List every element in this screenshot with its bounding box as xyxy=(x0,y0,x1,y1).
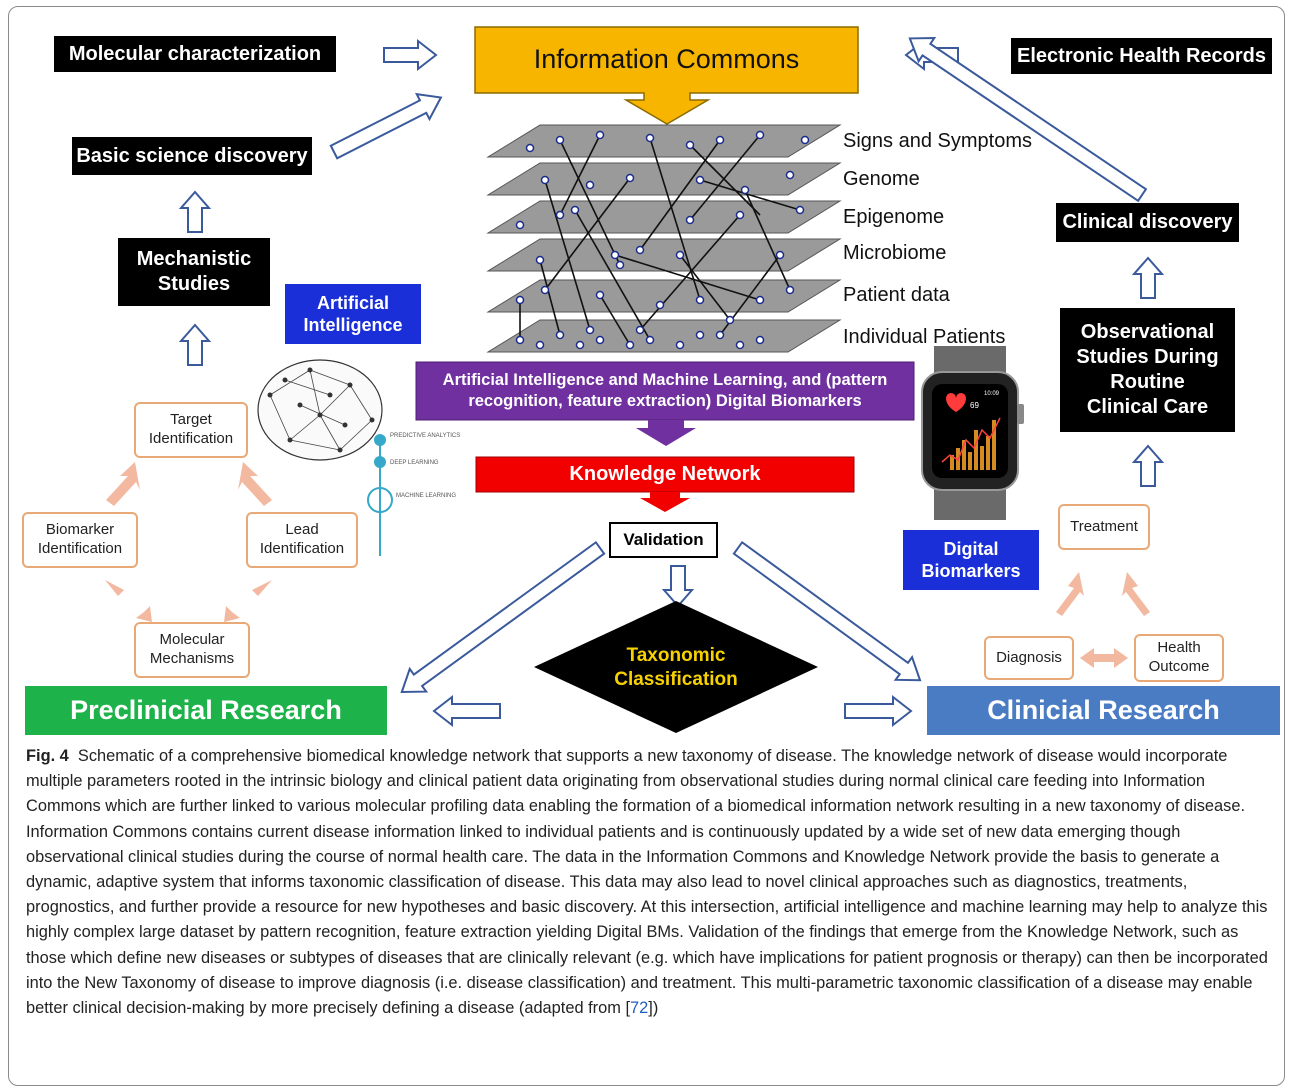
layer-label-genome: Genome xyxy=(843,168,920,190)
figure-caption: Fig. 4 Schematic of a comprehensive biom… xyxy=(26,744,1276,1021)
clinical-research-label: Clinicial Research xyxy=(987,694,1220,725)
arrow-clinical-to-commons xyxy=(908,36,1148,203)
information-commons-label: Information Commons xyxy=(533,44,800,75)
information-commons-shape xyxy=(474,26,859,125)
arrow-basic-to-commons xyxy=(329,92,443,160)
ai-brain-graphic: PREDICTIVE ANALYTICS DEEP LEARNING MACHI… xyxy=(257,359,460,556)
mechanistic-studies-box: Mechanistic Studies xyxy=(118,238,270,306)
treatment-box: Treatment xyxy=(1058,504,1150,550)
molecular-mechanisms-box: Molecular Mechanisms xyxy=(134,622,250,678)
ai-ml-banner-shape xyxy=(415,361,915,421)
digital-biomarkers-box: Digital Biomarkers xyxy=(903,530,1039,590)
knowledge-arrow xyxy=(640,492,690,512)
artificial-intelligence-box: Artificial Intelligence xyxy=(285,284,421,344)
validation-box: Validation xyxy=(609,522,718,558)
layer-label-epigenome: Epigenome xyxy=(843,206,945,228)
layer-connections xyxy=(519,134,801,346)
layer-nodes xyxy=(515,130,810,350)
caption-text: Schematic of a comprehensive biomedical … xyxy=(26,747,1268,1018)
arrow-validation-to-clinical xyxy=(732,540,922,682)
arrow-taxonomy-to-clinical xyxy=(844,694,913,728)
watch-value: 69 xyxy=(970,401,979,410)
arrow-treatment-to-observational xyxy=(1133,445,1163,487)
taxonomic-diamond xyxy=(534,601,818,733)
layer-label-microbiome: Microbiome xyxy=(843,242,947,264)
clinical-cycle-arrows xyxy=(1056,572,1150,668)
caption-tail: ]) xyxy=(648,999,659,1018)
watch-time: 10:09 xyxy=(984,391,1000,397)
arrow-observational-to-clinical-discovery xyxy=(1133,257,1163,299)
layer-stack xyxy=(486,124,842,353)
electronic-health-records-box: Electronic Health Records xyxy=(1011,38,1272,74)
lead-identification-box: Lead Identification xyxy=(246,512,358,568)
preclinical-research-bar xyxy=(25,686,387,735)
caption-reference-link[interactable]: 72 xyxy=(630,999,649,1018)
knowledge-network-shape xyxy=(475,456,855,493)
ai-ml-banner-label: Artificial Intelligence and Machine Lear… xyxy=(442,371,888,410)
taxonomic-classification-label: Taxonomic Classification xyxy=(614,645,738,690)
layer-label-individual-patients: Individual Patients xyxy=(843,326,1006,348)
caption-open-bracket: [ xyxy=(625,999,631,1018)
clinical-discovery-box: Clinical discovery xyxy=(1056,203,1239,242)
preclinical-research-label: Preclinicial Research xyxy=(70,694,342,725)
preclinical-cycle-arrows xyxy=(105,462,272,622)
biomarker-identification-box: Biomarker Identification xyxy=(22,512,138,568)
observational-studies-box: Observational Studies During Routine Cli… xyxy=(1060,308,1235,432)
diagram-canvas: PREDICTIVE ANALYTICS DEEP LEARNING MACHI… xyxy=(25,26,1280,735)
health-outcome-box: Health Outcome xyxy=(1134,634,1224,682)
arrow-taxonomy-to-preclinical xyxy=(432,694,501,728)
clinical-research-bar xyxy=(927,686,1280,735)
molecular-characterization-box: Molecular characterization xyxy=(54,36,336,72)
arrow-validation-to-taxonomy xyxy=(663,565,693,607)
figure-frame xyxy=(8,6,1285,1086)
arrow-molecular-to-commons xyxy=(383,40,437,70)
basic-science-discovery-box: Basic science discovery xyxy=(72,137,312,175)
ai-label-machine: MACHINE LEARNING xyxy=(396,493,456,499)
layer-plane xyxy=(486,279,842,313)
ai-label-deep: DEEP LEARNING xyxy=(390,460,439,466)
arrow-validation-to-preclinical xyxy=(400,540,606,694)
ai-label-predictive: PREDICTIVE ANALYTICS xyxy=(390,433,460,439)
arrow-cycle-to-mechanistic xyxy=(180,324,210,366)
layer-plane xyxy=(486,162,842,196)
caption-fig-label: Fig. 4 xyxy=(26,747,69,765)
smartwatch-graphic: 69 10:09 xyxy=(921,346,1024,520)
target-identification-box: Target Identification xyxy=(134,402,248,458)
layer-label-signs-symptoms: Signs and Symptoms xyxy=(843,130,1032,152)
arrow-mechanistic-to-basic xyxy=(180,191,210,233)
layer-plane xyxy=(486,124,842,158)
layer-plane xyxy=(486,238,842,272)
ai-banner-arrow xyxy=(636,420,696,446)
layer-label-patient-data: Patient data xyxy=(843,284,950,306)
diagnosis-box: Diagnosis xyxy=(984,636,1074,680)
knowledge-network-label: Knowledge Network xyxy=(569,463,761,485)
